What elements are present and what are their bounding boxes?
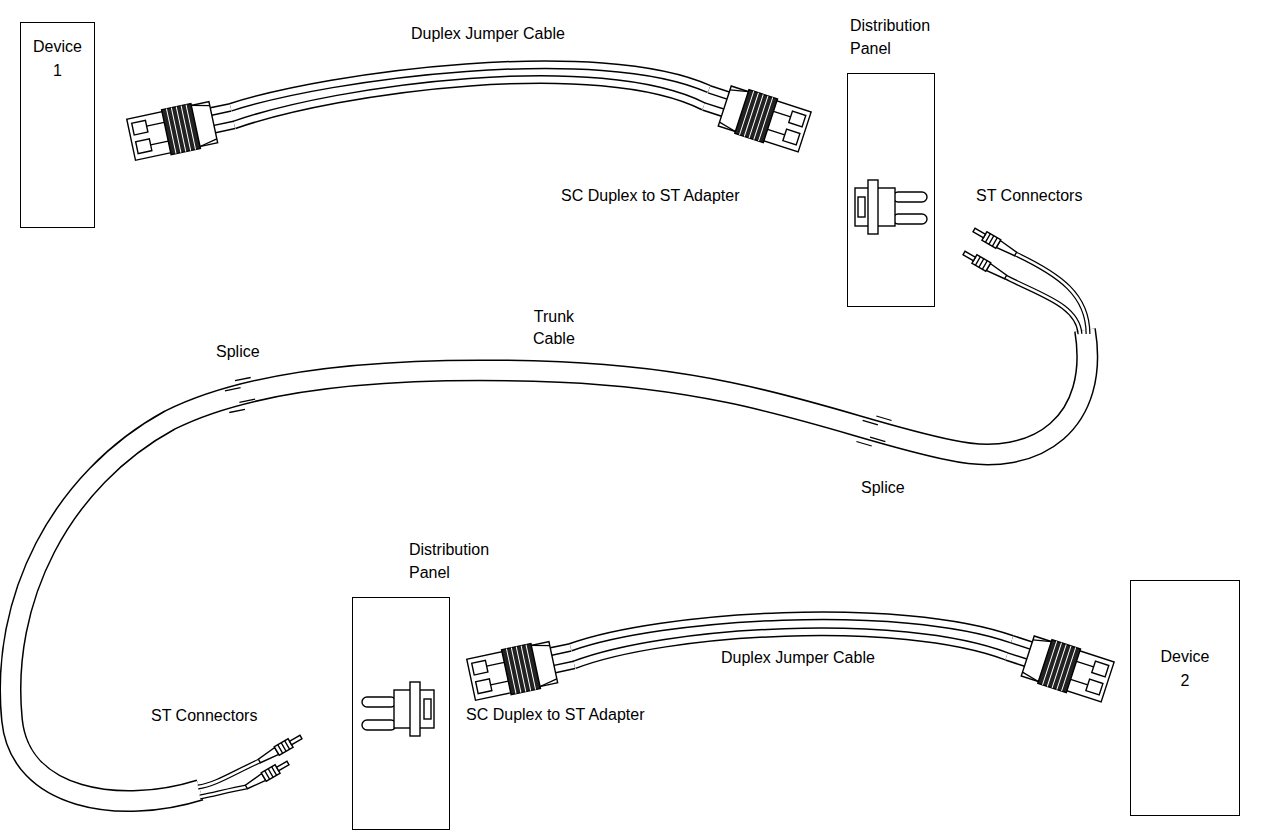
distribution-panel: Distribution Panel	[352, 597, 450, 830]
st-connector	[244, 759, 291, 792]
callout-label: Duplex Jumper Cable	[410, 24, 566, 43]
device-box: Device 1	[20, 22, 95, 228]
device-name: Device 1	[33, 35, 82, 83]
callout-label: SC Duplex to ST Adapter	[560, 186, 740, 205]
device-box: Device 2	[1130, 580, 1240, 816]
adapter-barrel	[362, 697, 396, 707]
sc-to-st-adapter	[855, 180, 927, 234]
panel-heading: Distribution Panel	[409, 538, 489, 584]
callout-label: Duplex Jumper Cable	[720, 648, 876, 667]
sc-duplex-connector	[126, 96, 237, 163]
callout-label: ST Connectors	[975, 186, 1083, 205]
jumper-fiber	[234, 79, 703, 124]
callout-label: Trunk Cable	[532, 306, 576, 350]
fiber	[200, 787, 246, 797]
adapter-barrel	[893, 214, 927, 224]
sc-to-st-adapter	[362, 682, 434, 736]
adapter-barrel	[893, 192, 927, 202]
adapter-flange	[868, 180, 878, 234]
callout-label: Splice	[860, 478, 906, 497]
adapter-port	[858, 197, 865, 217]
splice-mark	[225, 378, 255, 413]
sc-duplex-connector	[1002, 628, 1115, 704]
adapter-flange	[410, 682, 420, 736]
panel-heading: Distribution Panel	[850, 14, 930, 60]
st-connector	[972, 226, 1019, 259]
callout-label: ST Connectors	[150, 706, 258, 725]
distribution-panel: Distribution Panel	[847, 73, 935, 307]
st-connector	[962, 249, 1009, 282]
trunk-cable	[10, 330, 1087, 801]
sc-duplex-connector	[466, 636, 577, 703]
trunk-cable	[10, 330, 1087, 801]
splice-mark	[856, 416, 891, 446]
st-connector	[257, 733, 304, 766]
callout-label: SC Duplex to ST Adapter	[465, 705, 645, 724]
jumper-fiber	[234, 79, 703, 124]
adapter-port	[424, 699, 431, 719]
sc-duplex-connector	[699, 78, 812, 154]
fiber	[1006, 277, 1080, 334]
fiber	[200, 787, 246, 797]
callout-label: Splice	[215, 342, 261, 361]
fiber	[1006, 277, 1080, 334]
adapter-barrel	[362, 720, 396, 730]
device-name: Device 2	[1161, 645, 1210, 693]
